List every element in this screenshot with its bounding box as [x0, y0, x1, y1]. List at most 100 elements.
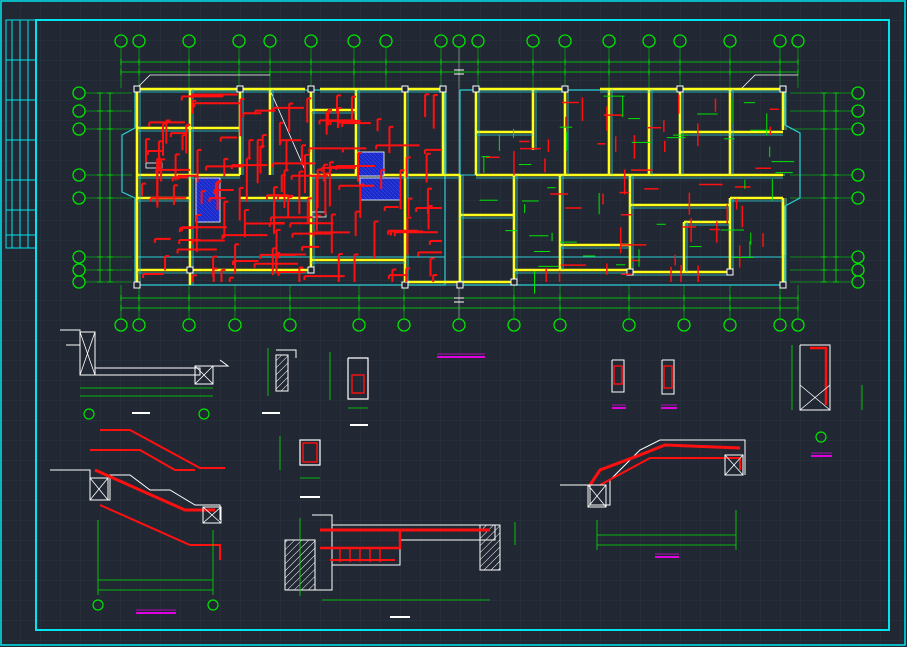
rebar-line	[320, 530, 402, 550]
section-box	[89, 477, 109, 501]
section-cross-icon	[79, 331, 96, 376]
section-details	[50, 329, 863, 611]
column-mark	[401, 281, 409, 289]
wall-hatch	[479, 524, 501, 571]
beam-section	[347, 357, 369, 400]
axis-bubble-icon	[92, 599, 104, 611]
axis-bubble-icon	[207, 599, 219, 611]
rebar-line	[94, 468, 215, 512]
axis-bubble-icon	[622, 318, 636, 332]
axis-bubble-icon	[642, 34, 656, 48]
rebar-line	[810, 346, 828, 405]
axis-bubble-icon	[452, 34, 466, 48]
axis-bubble-icon	[723, 34, 737, 48]
column-mark	[307, 266, 315, 274]
axis-bubble-icon	[602, 34, 616, 48]
axis-bubble-icon	[791, 34, 805, 48]
axis-bubble-icon	[773, 34, 787, 48]
detail-outline	[60, 329, 81, 346]
axis-bubble-icon	[558, 34, 572, 48]
stirrup	[663, 365, 673, 389]
column-mark	[439, 85, 447, 93]
axis-bubble-icon	[352, 318, 366, 332]
stair-opening-hatch	[359, 177, 401, 201]
axis-bubble-icon	[114, 318, 128, 332]
axis-bubble-icon	[304, 34, 318, 48]
leader-line	[269, 89, 306, 171]
axis-bubble-icon	[553, 318, 567, 332]
axis-bubble-icon	[72, 250, 86, 264]
rebar-line	[588, 443, 741, 486]
axis-bubble-icon	[72, 104, 86, 118]
axis-bubble-icon	[379, 34, 393, 48]
axis-bubble-icon	[434, 34, 448, 48]
axis-bubble-icon	[851, 191, 865, 205]
axis-bubble-icon	[851, 250, 865, 264]
stair-opening-hatch	[357, 151, 385, 177]
axis-bubble-icon	[723, 318, 737, 332]
axis-bubble-icon	[773, 318, 787, 332]
axis-bubble-icon	[673, 34, 687, 48]
column-mark	[626, 268, 634, 276]
axis-bubble-icon	[471, 34, 485, 48]
axis-bubble-icon	[83, 408, 95, 420]
axis-bubbles	[72, 34, 865, 332]
detail-outline	[312, 514, 333, 591]
axis-bubble-icon	[452, 318, 466, 332]
axis-bubble-icon	[397, 318, 411, 332]
column-mark	[676, 85, 684, 93]
column-mark	[472, 85, 480, 93]
axis-bubble-icon	[263, 34, 277, 48]
beam-section	[661, 359, 675, 395]
section-cross-icon	[587, 484, 607, 508]
detail-outline	[332, 524, 496, 566]
axis-bubble-icon	[72, 168, 86, 182]
detail-label-bars	[132, 353, 832, 618]
column-mark	[236, 85, 244, 93]
axis-bubble-icon	[198, 408, 210, 420]
axis-bubble-icon	[72, 275, 86, 289]
stirrup	[302, 442, 318, 463]
axis-bubble-icon	[182, 34, 196, 48]
rebar-line	[599, 457, 741, 486]
column-mark	[401, 85, 409, 93]
column-mark	[779, 281, 787, 289]
axis-bubble-icon	[182, 318, 196, 332]
column-mark	[779, 85, 787, 93]
axis-bubble-icon	[851, 86, 865, 100]
floor-plan-rebar	[141, 93, 795, 294]
axis-bubble-icon	[132, 318, 146, 332]
rebar-line	[99, 504, 221, 560]
axis-bubble-icon	[791, 318, 805, 332]
title-strip	[5, 19, 37, 249]
column-mark	[726, 268, 734, 276]
stirrup	[613, 365, 623, 385]
axis-bubble-icon	[72, 122, 86, 136]
leader-line	[134, 74, 270, 91]
section-cross-icon	[89, 477, 109, 501]
rebar-line	[100, 429, 225, 469]
column-mark	[186, 266, 194, 274]
section-cross-icon	[724, 454, 744, 476]
column-section	[299, 439, 321, 466]
detail-outline	[213, 359, 230, 367]
section-cross-icon	[194, 365, 214, 385]
detail-outline	[276, 349, 297, 358]
dimension-lines	[85, 47, 852, 319]
section-box	[194, 365, 214, 385]
axis-bubble-icon	[526, 34, 540, 48]
column-mark	[510, 278, 518, 286]
axis-bubble-icon	[851, 104, 865, 118]
section-box	[724, 454, 744, 476]
axis-bubble-icon	[72, 86, 86, 100]
axis-bubble-icon	[72, 191, 86, 205]
axis-bubble-icon	[677, 318, 691, 332]
section-cross-icon	[799, 384, 831, 411]
column-mark	[133, 281, 141, 289]
axis-bubble-icon	[851, 168, 865, 182]
axis-bubble-icon	[851, 275, 865, 289]
plan-outline-left	[121, 89, 446, 286]
section-box	[202, 506, 222, 524]
section-cross-icon	[202, 506, 222, 524]
